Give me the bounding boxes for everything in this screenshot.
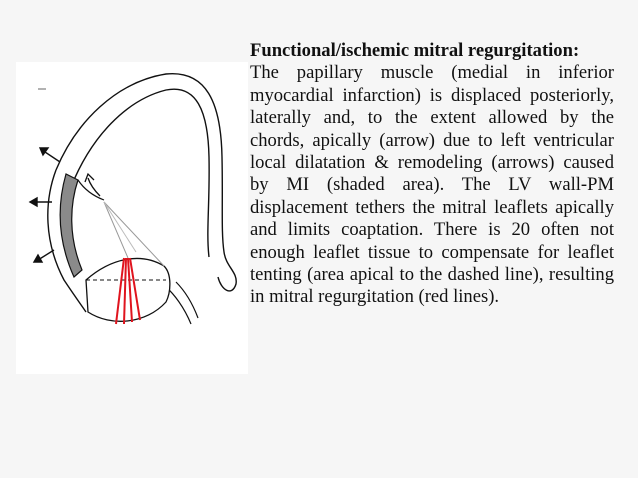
red-line-2 (123, 257, 127, 325)
papillary-muscle-contour (77, 179, 105, 201)
remodeling-arrows (28, 147, 61, 263)
arrow-mid-left-head (28, 196, 38, 208)
arrow-upper-left-head (38, 147, 50, 157)
heart-diagram-icon (28, 73, 237, 325)
apical-arrow-shaft (87, 177, 101, 197)
shaded-infarct-area (59, 173, 83, 278)
red-line-1 (115, 257, 125, 325)
outer-wall-outline (55, 73, 237, 292)
chord-line-2 (103, 201, 165, 267)
valve-strut-2 (175, 281, 199, 319)
regurgitation-lines (115, 257, 141, 325)
heart-diagram-figure (16, 62, 248, 374)
slide-heading: Functional/ischemic mitral regurgitation… (250, 40, 580, 61)
lv-outer-contour (47, 169, 87, 313)
apical-arrow (84, 172, 101, 197)
slide-body-text: The papillary muscle (medial in inferior… (250, 62, 614, 308)
inner-wall-outline (70, 88, 210, 258)
arrow-lower-left-head (32, 253, 44, 263)
chord-line-1 (103, 201, 129, 259)
chord-line-3 (103, 201, 137, 253)
red-line-3 (127, 257, 133, 323)
apical-arrow-head (84, 172, 95, 183)
description-text-block: Functional/ischemic mitral regurgitation… (250, 40, 614, 309)
red-line-4 (129, 257, 141, 321)
